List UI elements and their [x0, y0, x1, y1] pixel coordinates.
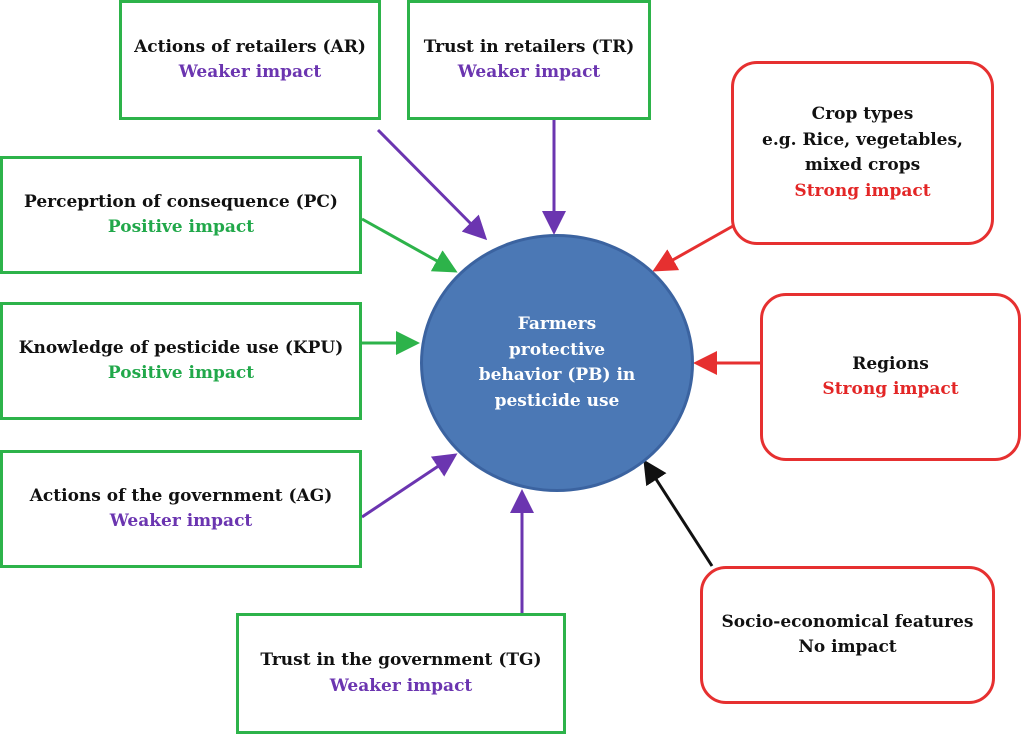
factor-box-tr: Trust in retailers (TR) Weaker impact [407, 0, 651, 120]
center-line: behavior (PB) in [478, 365, 636, 385]
factor-label: Crop types [811, 104, 914, 124]
impact-label: Weaker impact [457, 62, 601, 82]
factor-label: Trust in the government (TG) [260, 650, 542, 670]
factor-box-regions: Regions Strong impact [760, 293, 1021, 461]
factor-box-ag: Actions of the government (AG) Weaker im… [0, 450, 362, 568]
impact-label: No impact [798, 637, 897, 657]
factor-label: Actions of the government (AG) [29, 485, 333, 506]
factor-box-ar: Actions of retailers (AR) Weaker impact [119, 0, 381, 120]
factor-box-kpu: Knowledge of pesticide use (KPU) Positiv… [0, 302, 362, 420]
impact-label: Strong impact [822, 379, 959, 399]
center-line: Farmers [517, 314, 597, 334]
impact-label: Positive impact [107, 363, 255, 383]
arrow-pc [361, 217, 458, 273]
factor-box-tg: Trust in the government (TG) Weaker impa… [236, 613, 566, 734]
center-line: pesticide use [494, 390, 620, 411]
impact-label: Weaker impact [178, 62, 322, 82]
arrow-crop [652, 224, 734, 272]
arrow-ag [361, 453, 458, 519]
impact-label: Strong impact [794, 180, 931, 201]
farmers-protective-behavior-node: Farmers protective behavior (PB) in pest… [420, 234, 694, 492]
factor-box-crop-types: Crop types e.g. Rice, vegetables, mixed … [731, 61, 994, 245]
arrow-socio [643, 459, 714, 567]
factor-label: Regions [852, 353, 929, 374]
factor-box-socio-economical: Socio-economical features No impact [700, 566, 995, 704]
arrow-ar [376, 128, 488, 241]
impact-label: Weaker impact [329, 675, 473, 696]
factor-label: Knowledge of pesticide use (KPU) [18, 337, 344, 358]
factor-label: Trust in retailers (TR) [423, 36, 635, 57]
factor-label: e.g. Rice, vegetables, [762, 129, 963, 150]
factor-label: Perceprtion of consequence (PC) [24, 191, 338, 212]
factor-box-pc: Perceprtion of consequence (PC) Positive… [0, 156, 362, 274]
factor-label: Actions of retailers (AR) [134, 36, 366, 57]
impact-label: Positive impact [107, 217, 255, 237]
center-line: protective [508, 339, 606, 360]
impact-label: Weaker impact [109, 511, 253, 531]
factor-label: mixed crops [804, 155, 921, 175]
factor-label: Socio-economical features [721, 611, 974, 632]
